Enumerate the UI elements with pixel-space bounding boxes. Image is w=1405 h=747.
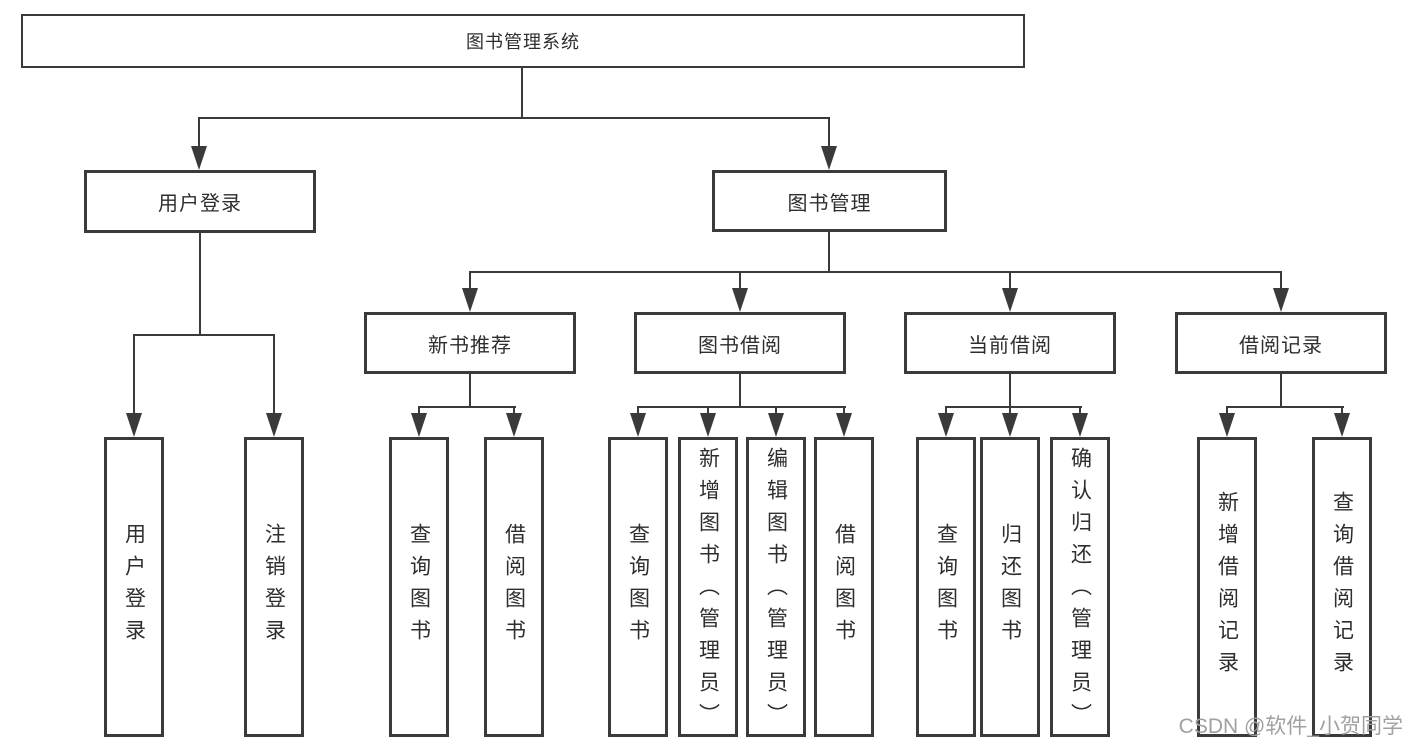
connector-arrow-login-leaf (133, 334, 135, 413)
node-label: 确认归还（管理员） (1068, 447, 1092, 735)
node-label: 借阅记录 (1239, 334, 1323, 357)
connector-arrow-user-login (198, 117, 200, 146)
node-label: 查询图书 (934, 523, 958, 651)
leaf-add-books-admin: 新增图书（管理员） (678, 437, 738, 737)
connector-book-borrow-stem (739, 372, 741, 408)
node-label: 查询图书 (626, 523, 650, 651)
connector-arrow-leaf (1079, 406, 1081, 413)
connector-book-borrow-rail (637, 406, 846, 408)
leaf-borrow-books-1: 借阅图书 (484, 437, 544, 737)
connector-arrow-current-borrow (1009, 271, 1011, 288)
connector-user-login-rail (133, 334, 275, 336)
csdn-watermark: CSDN @软件_小贺同学 (1178, 715, 1403, 738)
leaf-borrow-books-2: 借阅图书 (814, 437, 874, 737)
leaf-query-books-3: 查询图书 (916, 437, 976, 737)
connector-arrow-leaf (418, 406, 420, 413)
leaf-query-books-2: 查询图书 (608, 437, 668, 737)
connector-current-borrow-stem (1009, 372, 1011, 408)
connector-arrow-leaf (843, 406, 845, 413)
leaf-query-books-1: 查询图书 (389, 437, 449, 737)
leaf-user-login: 用户登录 (104, 437, 164, 737)
node-new-books: 新书推荐 (364, 312, 576, 374)
node-label: 注销登录 (262, 523, 286, 651)
connector-arrow-new-books (469, 271, 471, 288)
node-label: 用户登录 (158, 193, 242, 215)
connector-arrow-logout-leaf (273, 334, 275, 413)
node-label: 用户登录 (122, 523, 146, 651)
connector-arrow-leaf (945, 406, 947, 413)
leaf-query-borrow-record: 查询借阅记录 (1312, 437, 1372, 737)
connector-arrow-borrow-records (1280, 271, 1282, 288)
connector-book-mgmt-stem (828, 230, 830, 273)
leaf-logout: 注销登录 (244, 437, 304, 737)
node-label: 新增借阅记录 (1215, 491, 1239, 683)
connector-arrow-leaf (637, 406, 639, 413)
leaf-add-borrow-record: 新增借阅记录 (1197, 437, 1257, 737)
node-label: 新增图书（管理员） (696, 447, 720, 735)
connector-root-rail (198, 117, 830, 119)
node-label: 当前借阅 (968, 334, 1052, 357)
connector-user-login-stem (199, 231, 201, 336)
node-label: 借阅图书 (502, 523, 526, 651)
connector-book-mgmt-rail (469, 271, 1282, 273)
node-label: 归还图书 (998, 523, 1022, 651)
node-label: 编辑图书（管理员） (764, 447, 788, 735)
connector-arrow-book-mgmt (828, 117, 830, 146)
connector-arrow-leaf (775, 406, 777, 413)
connector-arrow-leaf (1226, 406, 1228, 413)
node-user-login: 用户登录 (84, 170, 316, 233)
connector-borrow-records-stem (1280, 372, 1282, 408)
node-label: 查询借阅记录 (1330, 491, 1354, 683)
node-label: 图书管理 (787, 192, 872, 215)
connector-new-books-rail (418, 406, 516, 408)
node-book-borrow: 图书借阅 (634, 312, 846, 374)
connector-new-books-stem (469, 372, 471, 408)
leaf-return-books: 归还图书 (980, 437, 1040, 737)
connector-arrow-leaf (707, 406, 709, 413)
node-root-system: 图书管理系统 (21, 14, 1025, 68)
node-label: 图书借阅 (698, 334, 782, 357)
node-book-mgmt: 图书管理 (712, 170, 947, 232)
connector-arrow-leaf (513, 406, 515, 413)
connector-borrow-records-rail (1226, 406, 1344, 408)
leaf-edit-books-admin: 编辑图书（管理员） (746, 437, 806, 737)
connector-root-stem (521, 66, 523, 119)
connector-current-borrow-rail (945, 406, 1082, 408)
node-borrow-records: 借阅记录 (1175, 312, 1387, 374)
node-label: 查询图书 (407, 523, 431, 651)
connector-arrow-book-borrow (739, 271, 741, 288)
leaf-confirm-return-admin: 确认归还（管理员） (1050, 437, 1110, 737)
node-label: 图书管理系统 (466, 32, 580, 52)
node-current-borrow: 当前借阅 (904, 312, 1116, 374)
connector-arrow-leaf (1009, 406, 1011, 413)
node-label: 新书推荐 (428, 334, 512, 357)
connector-arrow-leaf (1341, 406, 1343, 413)
node-label: 借阅图书 (832, 523, 856, 651)
